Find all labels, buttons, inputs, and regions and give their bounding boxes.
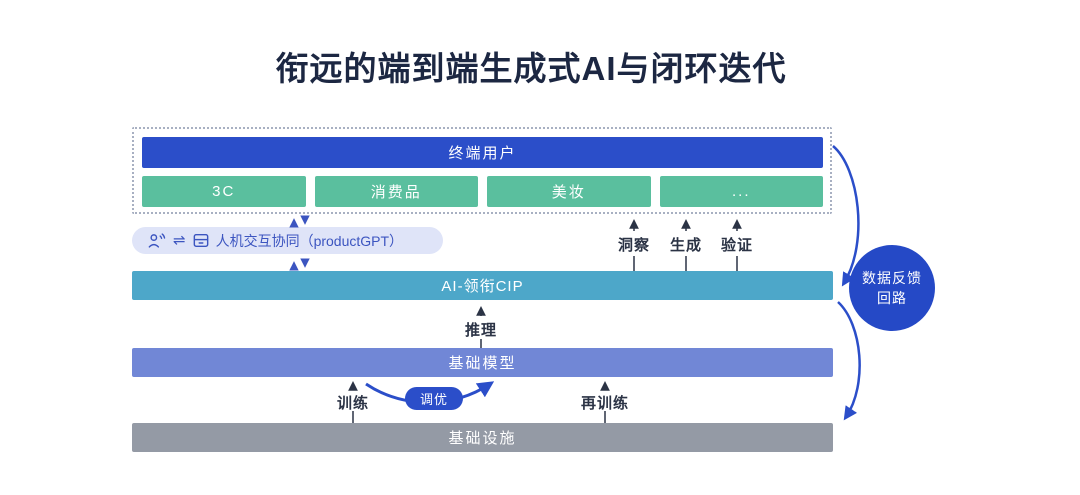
train-arrows-group (348, 381, 610, 423)
hci-bidirectional-arrows (289, 215, 310, 271)
inference-label: 推理 (464, 322, 498, 339)
hci-pill-label: 人机交互协同（productGPT） (215, 232, 404, 249)
industry-row: 3C 消费品 美妆 ... (142, 176, 823, 207)
generate-label: 生成 (669, 237, 703, 254)
train-label: 训练 (336, 395, 370, 412)
feedback-arc-bottom (837, 301, 861, 421)
verify-label: 验证 (720, 237, 754, 254)
page-title: 衔远的端到端生成式AI与闭环迭代 (275, 50, 787, 87)
feedback-circle-line2: 回路 (877, 290, 907, 306)
user-layer-frame: 终端用户 3C 消费品 美妆 ... (132, 127, 832, 214)
data-feedback-loop-circle: 数据反馈 回路 (849, 245, 935, 331)
finetune-pill: 调优 (405, 387, 463, 410)
insight-label: 洞察 (617, 237, 651, 254)
cip-bar: AI-领衔CIP (132, 271, 833, 300)
retrain-label: 再训练 (580, 395, 630, 412)
industry-consumer-goods: 消费品 (314, 176, 478, 207)
window-icon (193, 234, 208, 247)
feedback-circle-line1: 数据反馈 (862, 269, 922, 286)
cip-to-users-arrows (629, 219, 742, 271)
industry-more: ... (659, 176, 823, 207)
end-users-bar: 终端用户 (142, 137, 823, 168)
person-speaking-icon (148, 232, 166, 248)
industry-3c: 3C (142, 176, 306, 207)
industry-beauty: 美妆 (487, 176, 651, 207)
hci-pill: ⇌ 人机交互协同（productGPT） (132, 227, 443, 254)
swap-arrows-icon: ⇌ (173, 232, 186, 249)
foundation-model-bar: 基础模型 (132, 348, 833, 377)
infrastructure-bar: 基础设施 (132, 423, 833, 452)
feedback-arc-top (832, 145, 860, 287)
